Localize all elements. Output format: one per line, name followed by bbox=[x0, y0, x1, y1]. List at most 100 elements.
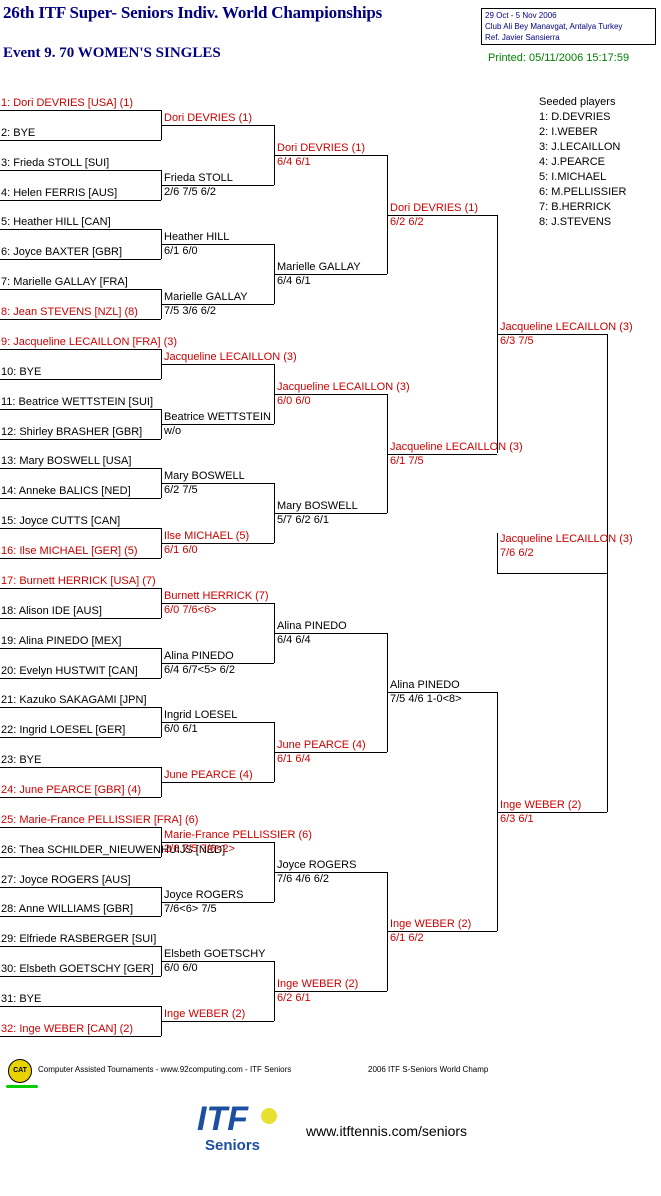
round1-player: 11: Beatrice WETTSTEIN [SUI] bbox=[1, 395, 153, 408]
draw-line bbox=[0, 617, 161, 619]
round3-score: 7/6 4/6 6/2 bbox=[277, 872, 329, 885]
round2-winner: Dori DEVRIES (1) bbox=[164, 111, 253, 124]
round2-score: w/o bbox=[164, 424, 182, 437]
draw-line bbox=[274, 513, 387, 515]
round3-winner: Dori DEVRIES (1) bbox=[277, 141, 366, 154]
round2-winner: June PEARCE (4) bbox=[164, 769, 253, 782]
round1-player: 29: Elfriede RASBERGER [SUI] bbox=[1, 933, 157, 946]
draw-line bbox=[161, 483, 274, 485]
draw-line bbox=[0, 110, 161, 111]
draw-line bbox=[0, 946, 161, 948]
draw-line bbox=[0, 378, 161, 380]
seeded-players-list: Seeded players 1: D.DEVRIES 2: I.WEBER 3… bbox=[539, 95, 626, 230]
draw-line bbox=[0, 289, 161, 291]
round2-score: 6/4 6/7<5> 6/2 bbox=[164, 663, 235, 676]
round2-score: 6/1 6/0 bbox=[164, 245, 198, 258]
round2-winner: Elsbeth GOETSCHY bbox=[164, 948, 266, 961]
bracket-connector bbox=[387, 393, 388, 514]
bracket-connector bbox=[161, 707, 162, 738]
draw-line bbox=[0, 797, 161, 798]
bracket-connector bbox=[497, 214, 498, 454]
bracket-connector bbox=[497, 532, 498, 573]
round1-player: 12: Shirley BRASHER [GBR] bbox=[1, 425, 143, 438]
draw-line bbox=[0, 1006, 161, 1008]
bracket-connector bbox=[161, 169, 162, 200]
bracket-connector bbox=[161, 408, 162, 439]
draw-line bbox=[274, 752, 387, 754]
round1-player: 14: Anneke BALICS [NED] bbox=[1, 485, 131, 498]
round5-score: 6/3 7/5 bbox=[500, 335, 534, 348]
round1-player: 7: Marielle GALLAY [FRA] bbox=[1, 276, 128, 289]
itf-seniors-logo: ITF Seniors bbox=[197, 1100, 277, 1154]
round2-score: 6/1 6/0 bbox=[164, 544, 198, 557]
draw-line bbox=[274, 393, 387, 395]
footer-credits: Computer Assisted Tournaments - www.92co… bbox=[38, 1065, 292, 1074]
draw-line bbox=[161, 901, 274, 903]
round1-player: 30: Elsbeth GOETSCHY [GER] bbox=[1, 963, 154, 976]
draw-line bbox=[0, 348, 161, 350]
round1-player: 17: Burnett HERRICK [USA] (7) bbox=[1, 574, 156, 587]
bracket-connector bbox=[161, 528, 162, 559]
round1-player: 22: Ingrid LOESEL [GER] bbox=[1, 724, 126, 737]
round2-score: 6/0 6/1 bbox=[164, 723, 198, 736]
draw-line bbox=[0, 1035, 161, 1037]
round1-player: 3: Frieda STOLL [SUI] bbox=[1, 156, 110, 169]
round1-player: 1: Dori DEVRIES [USA] (1) bbox=[1, 97, 134, 109]
round3-score: 6/4 6/1 bbox=[277, 275, 311, 288]
round3-winner: June PEARCE (4) bbox=[277, 739, 366, 752]
round3-score: 6/2 6/1 bbox=[277, 992, 311, 1005]
draw-line bbox=[0, 587, 161, 589]
round3-score: 6/0 6/0 bbox=[277, 394, 311, 407]
round4-score: 6/1 7/5 bbox=[390, 454, 424, 467]
page-title: 26th ITF Super- Seniors Indiv. World Cha… bbox=[3, 3, 383, 22]
itf-website-link[interactable]: www.itftennis.com/seniors bbox=[306, 1123, 468, 1139]
round1-player: 23: BYE bbox=[1, 754, 42, 767]
round3-score: 6/4 6/1 bbox=[277, 155, 311, 168]
round1-player: 4: Helen FERRIS [AUS] bbox=[1, 186, 118, 199]
round2-winner: Alina PINEDO bbox=[164, 649, 234, 662]
draw-line bbox=[0, 856, 161, 858]
round5-winner: Inge WEBER (2) bbox=[500, 798, 582, 811]
draw-line bbox=[0, 826, 161, 828]
round1-player: 16: Ilse MICHAEL [GER] (5) bbox=[1, 545, 138, 558]
draw-line bbox=[0, 319, 161, 321]
tournament-dates: 29 Oct - 5 Nov 2006 bbox=[485, 11, 557, 20]
draw-line bbox=[274, 632, 387, 634]
itf-logo-text: ITF bbox=[197, 1100, 249, 1138]
draw-line bbox=[161, 602, 274, 604]
draw-line bbox=[497, 334, 607, 336]
bracket-connector bbox=[161, 348, 162, 379]
bracket-connector bbox=[607, 334, 608, 812]
seeded-player: 5: I.MICHAEL bbox=[539, 171, 607, 183]
round3-score: 6/4 6/4 bbox=[277, 633, 311, 646]
round4-winner: Alina PINEDO bbox=[390, 679, 460, 692]
bracket-connector bbox=[387, 871, 388, 992]
round1-player: 26: Thea SCHILDER_NIEUWENHUIJS [NED] bbox=[1, 843, 226, 856]
draw-line bbox=[161, 184, 274, 186]
tennis-ball-icon bbox=[261, 1108, 277, 1124]
bracket-connector bbox=[274, 244, 275, 305]
draw-line bbox=[0, 169, 161, 171]
seeded-players-title: Seeded players bbox=[539, 96, 616, 108]
draw-line bbox=[274, 991, 387, 993]
event-title: Event 9. 70 WOMEN'S SINGLES bbox=[3, 45, 221, 61]
draw-line bbox=[161, 124, 274, 126]
round1-player: 20: Evelyn HUSTWIT [CAN] bbox=[1, 664, 138, 677]
round4-winner: Jacqueline LECAILLON (3) bbox=[390, 440, 523, 453]
round1-player: 27: Joyce ROGERS [AUS] bbox=[1, 873, 131, 886]
bracket-connector bbox=[274, 602, 275, 663]
round3-winner: Inge WEBER (2) bbox=[277, 978, 359, 991]
round2-winner: Mary BOSWELL bbox=[164, 470, 245, 483]
draw-line bbox=[161, 363, 274, 365]
draw-line bbox=[0, 558, 161, 560]
bracket-connector bbox=[274, 961, 275, 1022]
draw-line bbox=[497, 811, 607, 813]
draw-line bbox=[161, 662, 274, 664]
round2-winner: Joyce ROGERS bbox=[164, 888, 244, 901]
round2-score: 2/6 7/5 6/2 bbox=[164, 185, 216, 198]
round3-winner: Joyce ROGERS bbox=[277, 858, 357, 871]
round1-player: 31: BYE bbox=[1, 993, 42, 1006]
draw-line bbox=[274, 274, 387, 276]
draw-line bbox=[161, 961, 274, 963]
draw-line bbox=[161, 722, 274, 724]
